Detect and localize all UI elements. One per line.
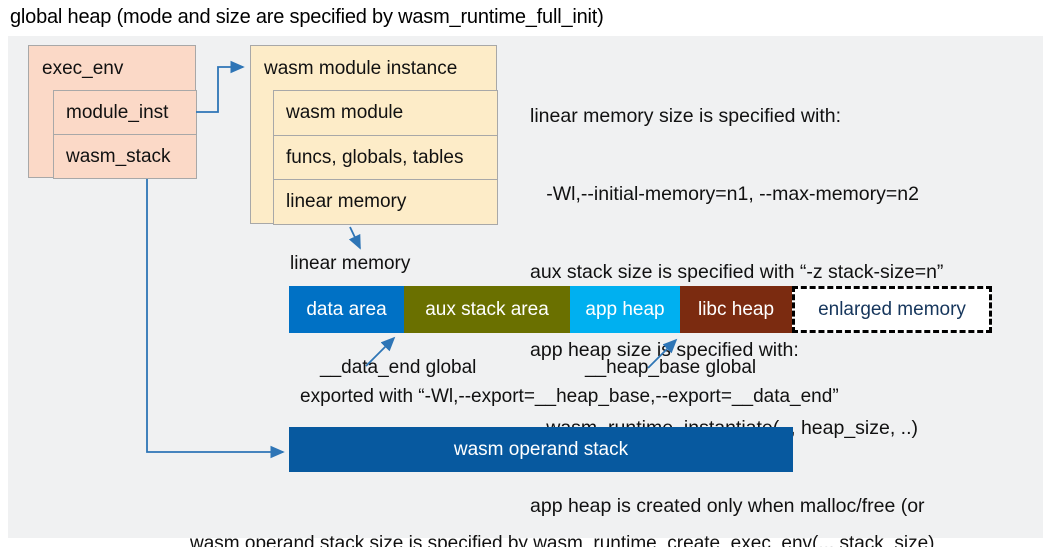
notes-operand-stack-sizing: wasm operand stack size is specified by …: [190, 481, 935, 547]
note-line: wasm operand stack size is specified by …: [190, 533, 935, 547]
segment-data-area: data area: [289, 286, 404, 333]
data-end-global-label: __data_end global: [320, 357, 477, 378]
row-wasm-module: wasm module: [273, 90, 498, 136]
heap-base-global-label: __heap_base global: [585, 357, 757, 378]
row-funcs-globals-tables: funcs, globals, tables: [273, 135, 498, 180]
linear-memory-bar: data area aux stack area app heap libc h…: [289, 286, 992, 333]
exec-env-row-wasm-stack: wasm_stack: [53, 134, 197, 179]
note-line: app heap size is specified with:: [530, 339, 799, 361]
wasm-module-instance-box: wasm module instance wasm module funcs, …: [250, 45, 498, 225]
note-line: aux stack size is specified with “-z sta…: [530, 261, 944, 283]
exec-env-label: exec_env: [42, 57, 124, 79]
note-line: app heap is created only when malloc/fre…: [530, 495, 925, 517]
exec-env-row-module-inst: module_inst: [53, 90, 197, 135]
row-linear-memory: linear memory: [273, 179, 498, 225]
diagram-title: global heap (mode and size are specified…: [10, 6, 604, 28]
segment-libc-heap: libc heap: [680, 286, 792, 333]
segment-app-heap: app heap: [570, 286, 680, 333]
segment-enlarged-memory: enlarged memory: [792, 286, 992, 333]
linear-memory-label: linear memory: [290, 253, 411, 274]
note-line: -Wl,--initial-memory=n1, --max-memory=n2: [530, 183, 919, 205]
exec-env-box: exec_env module_inst wasm_stack: [28, 45, 197, 179]
export-flags-label: exported with “-Wl,--export=__heap_base,…: [300, 386, 839, 407]
segment-aux-stack-area: aux stack area: [404, 286, 570, 333]
wasm-operand-stack-bar: wasm operand stack: [289, 427, 793, 472]
note-line: linear memory size is specified with:: [530, 105, 842, 127]
wasm-module-instance-label: wasm module instance: [264, 57, 458, 79]
